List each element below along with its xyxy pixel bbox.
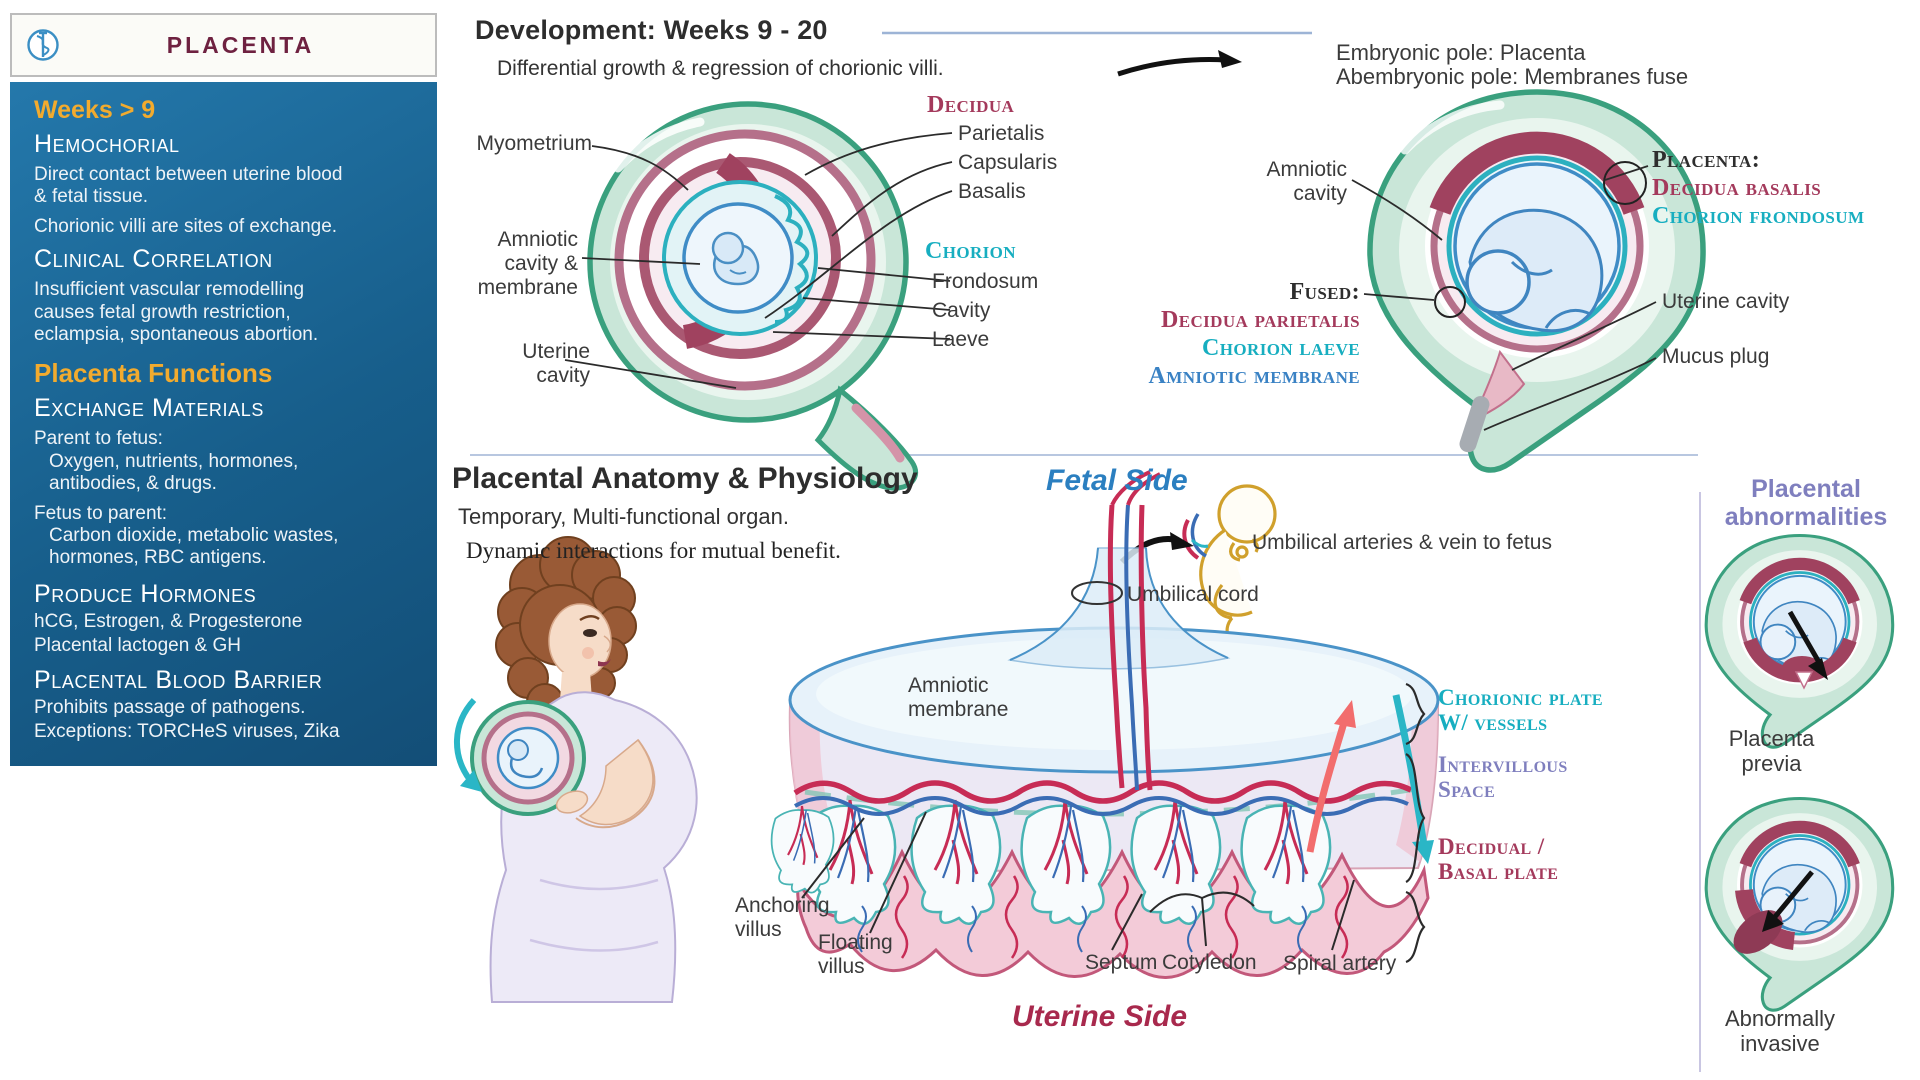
- placenta-pole-heading: Placenta:: [1652, 147, 1761, 173]
- parent-to-fetus-label: Parent to fetus:: [34, 428, 163, 450]
- decidua-capsularis-label: Capsularis: [958, 151, 1058, 174]
- placenta-sidebar: PLACENTA Weeks > 9 Hemochorial Direct co…: [10, 13, 437, 766]
- produce-hormones-heading: Produce Hormones: [34, 579, 257, 608]
- clinical-correlation-text: Insufficient vascular remodelling causes…: [34, 279, 319, 346]
- diagram1-leader-lines: [564, 132, 953, 389]
- amniotic-cavity-label-2: Amniotic cavity: [1266, 158, 1347, 205]
- abembryonic-pole-label: Abembryonic pole: Membranes fuse: [1336, 64, 1689, 89]
- embryo-illustration: [711, 231, 760, 286]
- decidua-basalis-pole-label: Decidua basalis: [1652, 175, 1822, 201]
- amniotic-membrane-label: Amniotic membrane: [908, 674, 1009, 721]
- maternal-flow-arrow-up: [1306, 700, 1356, 853]
- decidua-heading: Decidua: [927, 92, 1015, 118]
- anatomy-title: Placental Anatomy & Physiology: [452, 462, 918, 495]
- belly-uterus-cutaway: [470, 700, 586, 816]
- cotyledon-label: Cotyledon: [1162, 951, 1257, 974]
- fused-heading: Fused:: [1289, 279, 1360, 305]
- plate-braces: [1405, 682, 1426, 964]
- exchange-materials-heading: Exchange Materials: [34, 394, 264, 423]
- chorionic-plate-label: Chorionic plate W/ vessels: [1438, 685, 1603, 736]
- fetus-to-parent-block: Fetus to parent: Carbon dioxide, metabol…: [34, 503, 386, 570]
- anatomy-leader-lines: [801, 811, 1355, 951]
- diagram2-leader-lines: [1351, 165, 1657, 431]
- anatomy-subtitle-2: Dynamic interactions for mutual benefit.: [466, 538, 841, 563]
- barrier-text-1: Prohibits passage of pathogens.: [34, 696, 306, 718]
- mucus-plug-shape: [1459, 396, 1490, 453]
- abnormally-invasive-diagram: [1706, 799, 1893, 1011]
- chorion-laeve-fused-label: Chorion laeve: [1202, 335, 1360, 361]
- amniotic-membrane-fused-label: Amniotic membrane: [1148, 363, 1360, 389]
- fetus-to-parent-label: Fetus to parent:: [34, 502, 168, 524]
- myometrium-label: My​ometrium: [476, 132, 592, 155]
- decidual-basal-plate-label: Decidual / Basal plate: [1438, 834, 1559, 885]
- hemochorial-heading: Hemochorial: [34, 130, 180, 158]
- decidual-line1: Decidual /: [1438, 834, 1545, 859]
- amniotic-cavity-membrane-label: Amniotic cavity & membrane: [477, 228, 578, 299]
- fetus-baby-illustration: [1199, 484, 1277, 646]
- fused-annotation-circle: [1434, 286, 1466, 318]
- uterine-cavity-label-1: Uterine cavity: [522, 340, 590, 387]
- umbilical-cord-ring: [1071, 581, 1123, 605]
- parent-to-fetus-items: Oxygen, nutrients, hormones, antibodies,…: [49, 450, 299, 495]
- uterine-cavity-label-2: Uterine cavity: [1662, 290, 1790, 313]
- chorion-cavity-label: Cavity: [932, 299, 991, 322]
- intervillous-line2: Space: [1438, 776, 1496, 802]
- development-title: Development: Weeks 9 - 20: [475, 15, 828, 45]
- barrier-text-2: Exceptions: TORCHeS viruses, Zika: [34, 721, 340, 743]
- placenta-functions-heading: Placenta Functions: [34, 358, 273, 389]
- embryonic-pole-label: Embryonic pole: Placenta: [1336, 40, 1586, 65]
- uterine-side-label: Uterine Side: [1012, 1000, 1188, 1033]
- uterus-pointer-arrow: [454, 697, 482, 792]
- decidua-basalis-label: Basalis: [958, 180, 1026, 203]
- hemochorial-text-1: Direct contact between uterine blood & f…: [34, 164, 343, 208]
- abnormally-invasive-caption: Abnormally invasive: [1724, 1006, 1836, 1057]
- spiral-artery-label: Spiral artery: [1283, 952, 1397, 975]
- parent-to-fetus-block: Parent to fetus: Oxygen, nutrients, horm…: [34, 428, 386, 495]
- intervillous-space-label: Intervillous Space: [1438, 752, 1568, 803]
- umbilical-cord-label: Umbilical cord: [1127, 583, 1259, 606]
- mucus-plug-label: Mucus plug: [1662, 345, 1770, 368]
- umbilical-to-fetus-label: Umbilical arteries & vein to fetus: [1252, 531, 1552, 554]
- hormones-text-2: Placental lactogen & GH: [34, 635, 242, 657]
- decidua-parietalis-fused-label: Decidua parietalis: [1161, 307, 1360, 333]
- decidual-line2: Basal plate: [1438, 858, 1559, 884]
- development-arrow: [1117, 50, 1242, 77]
- sidebar-title: PLACENTA: [166, 31, 315, 58]
- chorion-frondosum-label: Frondosum: [932, 270, 1039, 293]
- chorionic-plate-line1: Chorionic plate: [1438, 685, 1603, 710]
- abnormalities-title: Placental abnormalities: [1724, 475, 1888, 531]
- fetal-side-label: Fetal Side: [1046, 464, 1188, 497]
- clinical-correlation-heading: Clinical Correlation: [34, 245, 273, 274]
- septum-label: Septum: [1085, 951, 1158, 974]
- pregnant-woman-illustration: [454, 536, 698, 1003]
- uterus-membranes-fused-diagram: [1370, 92, 1703, 470]
- anchoring-villus-label: Anchoring villus: [735, 894, 830, 941]
- placenta-previa-diagram: [1706, 536, 1893, 748]
- intervillous-line1: Intervillous: [1438, 752, 1568, 777]
- sidebar-notes-panel: Weeks > 9 Hemochorial Direct contact bet…: [10, 82, 437, 766]
- weeks-heading: Weeks > 9: [34, 96, 156, 124]
- medical-staff-icon: [27, 29, 59, 61]
- decidua-parietalis-label: Parietalis: [958, 122, 1045, 145]
- blood-barrier-heading: Placental Blood Barrier: [34, 665, 323, 694]
- chorion-laeve-label: Laeve: [932, 328, 990, 351]
- sidebar-header: PLACENTA: [10, 13, 437, 77]
- chorionic-plate-line2: W/ vessels: [1438, 709, 1548, 735]
- floating-villus-label: Floating villus: [818, 931, 893, 978]
- fetus-to-parent-items: Carbon dioxide, metabolic wastes, hormon…: [49, 525, 339, 569]
- chorion-heading: Chorion: [925, 238, 1016, 264]
- uterus-week9-diagram: [587, 101, 918, 491]
- placenta-disc-illustration: [770, 470, 1440, 979]
- anatomy-subtitle-1: Temporary, Multi-functional organ.: [458, 504, 789, 529]
- hormones-text-1: hCG, Estrogen, & Progesterone: [34, 610, 303, 632]
- hemochorial-text-2: Chorionic villi are sites of exchange.: [34, 215, 338, 237]
- placenta-previa-caption: Placenta previa: [1728, 726, 1815, 777]
- development-subtitle: Differential growth & regression of chor…: [497, 57, 944, 80]
- chorion-frondosum-pole-label: Chorion frondosum: [1652, 203, 1865, 229]
- placenta-annotation-circle: [1603, 161, 1647, 205]
